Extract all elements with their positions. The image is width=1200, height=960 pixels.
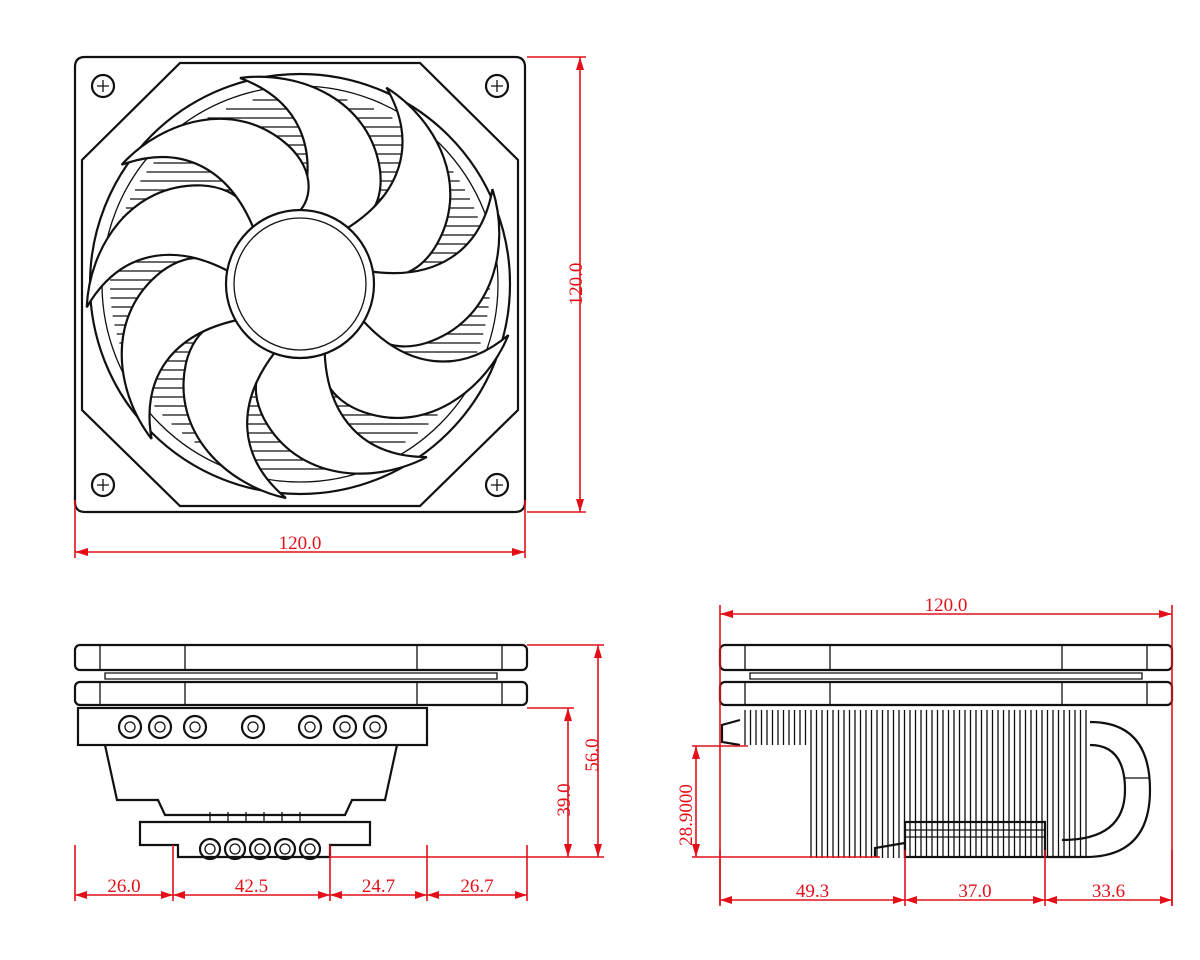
front-view-dimensions: 56.0 39.0 26.0 42.5 24.7 26.7 [74,644,604,901]
heatsink-fins [744,710,1087,858]
fan-frame-rail [73,680,529,707]
heatpipe-end [198,837,222,861]
offset-label: 33.6 [1092,881,1125,902]
side-view-dimensions: 120.0 28.9000 49.3 37.0 33.6 [676,595,1173,906]
side-view-cooler [718,643,1174,859]
screw-icons [90,73,510,498]
screw-icon [90,472,116,498]
heatpipe-end [147,714,173,740]
front-total-height-label: 56.0 [582,738,603,771]
fan-frame-rail [73,643,529,672]
heatpipe-end [332,714,358,740]
fan-frame-rail [718,680,1174,707]
heatpipe-end [223,837,247,861]
screw-cross [97,80,109,92]
top-view-fan [73,55,527,514]
side-base-height-label: 28.9000 [676,784,697,846]
fan-hub [224,208,376,360]
fan-rotor [104,672,498,680]
heatpipe-end [273,837,297,861]
screw-cross [491,80,503,92]
heatpipe-end [248,837,272,861]
offset-label: 26.0 [107,876,140,897]
screw-icon [90,73,116,99]
top-width-label: 120.0 [279,533,322,554]
screw-cross [491,479,503,491]
heatpipe-end [182,714,208,740]
top-view-dimensions: 120.0 120.0 [74,56,587,558]
fan-blades [85,75,510,500]
fan-rotor [749,672,1143,680]
heatpipe-end [240,714,266,740]
screw-icon [484,472,510,498]
fan-frame-rail [718,643,1174,672]
offset-label: 24.7 [362,876,395,897]
front-heatsink-height-label: 39.0 [554,783,575,816]
front-view-cooler [73,643,529,861]
offset-label: 49.3 [796,881,829,902]
offset-label: 37.0 [958,881,991,902]
heatpipe-end [117,714,143,740]
heatpipe-end [362,714,388,740]
offset-label: 42.5 [235,876,268,897]
heatpipe-end [297,714,323,740]
side-width-label: 120.0 [925,595,968,616]
heatpipe-end [298,837,322,861]
fan-blade [120,117,310,231]
top-height-label: 120.0 [566,263,587,306]
screw-icon [484,73,510,99]
offset-label: 26.7 [460,876,493,897]
screw-cross [97,479,109,491]
